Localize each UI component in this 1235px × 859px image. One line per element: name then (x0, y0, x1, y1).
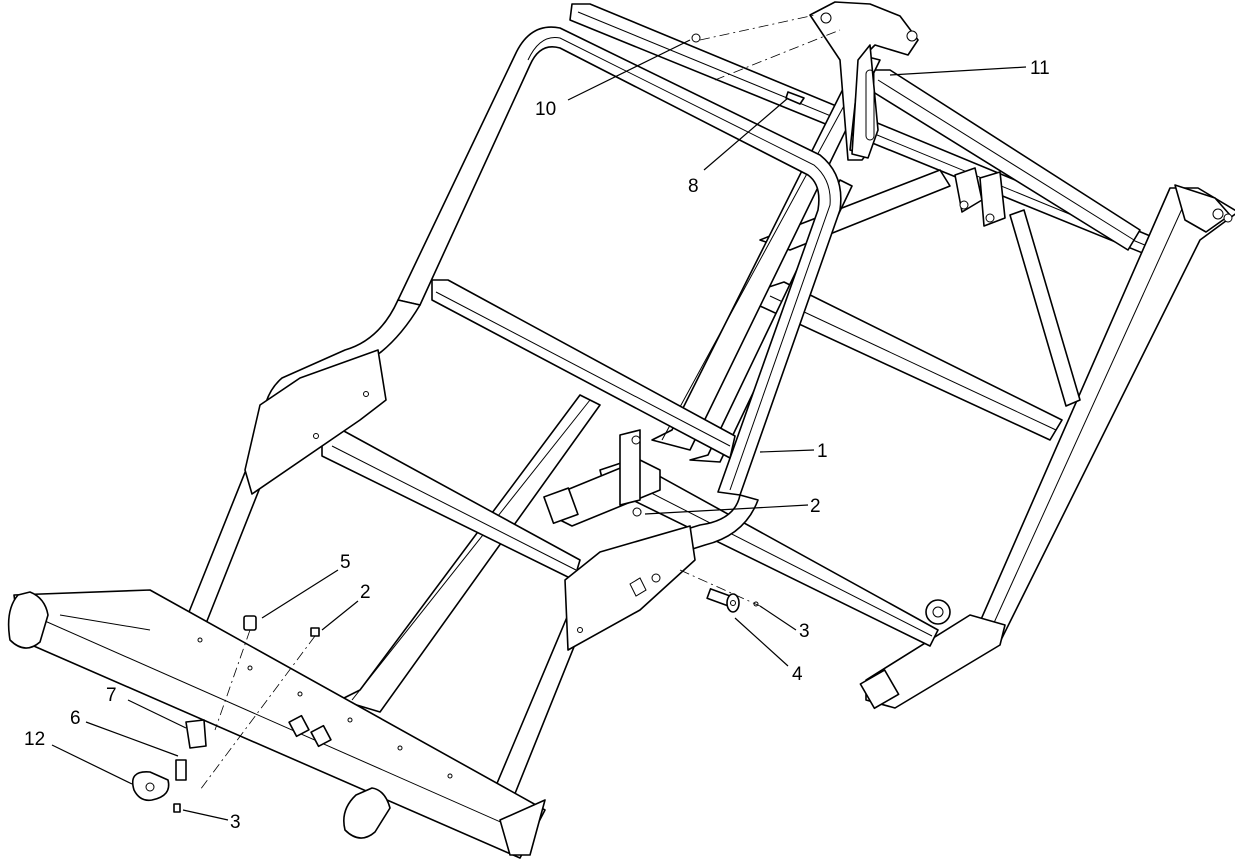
callout-leaders (51, 39, 1027, 821)
seat-latch-bracket (809, 1, 919, 161)
callout-5: 5 (340, 552, 351, 573)
callout-7: 7 (106, 685, 117, 706)
callout-10: 10 (535, 99, 556, 120)
callout-6: 6 (70, 708, 81, 729)
callout-1: 1 (817, 441, 828, 462)
callout-11: 11 (1030, 58, 1050, 79)
rear-frame (569, 3, 1235, 710)
callout-2-right: 2 (810, 496, 821, 517)
callout-labels: 1 2 2 3 3 4 5 6 7 8 10 11 12 (24, 58, 1050, 833)
callout-3-right: 3 (799, 621, 810, 642)
pivot-pin (679, 569, 761, 613)
front-foot-plate (7, 589, 546, 859)
callout-4: 4 (792, 664, 803, 685)
fasteners (131, 14, 841, 813)
plate-holes (197, 637, 453, 779)
callout-8: 8 (688, 176, 699, 197)
callout-2-left: 2 (360, 582, 371, 603)
callout-3-bottom: 3 (230, 812, 241, 833)
callout-12: 12 (24, 729, 45, 750)
seat-frame (184, 26, 842, 807)
